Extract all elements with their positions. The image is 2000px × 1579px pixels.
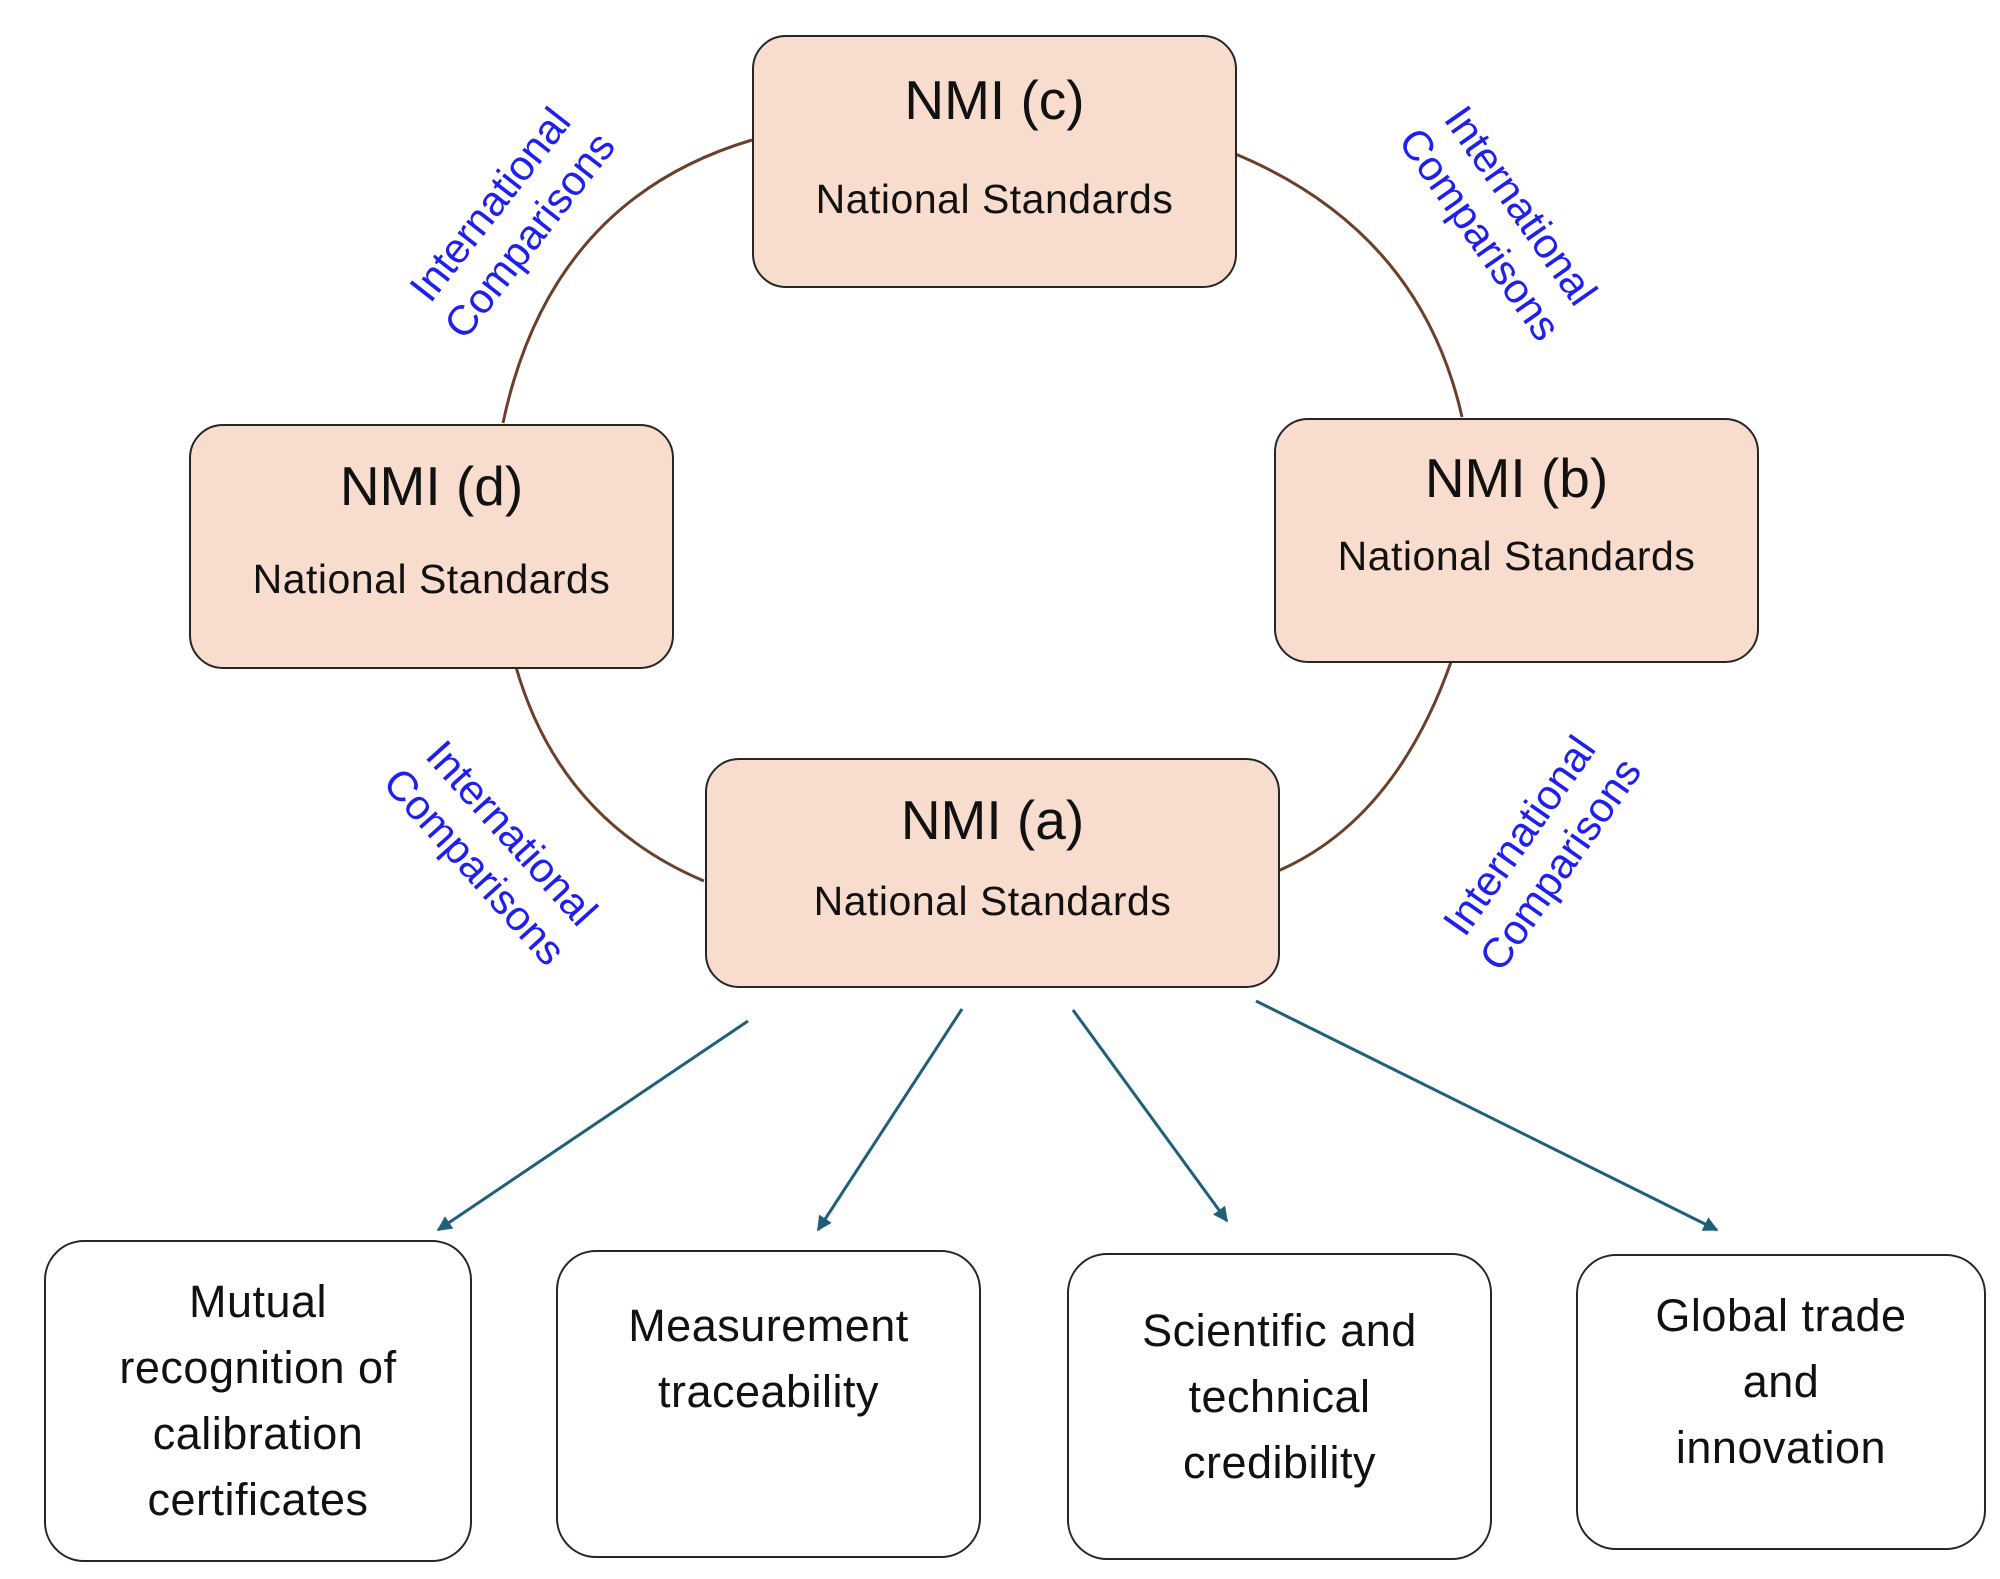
ring-segment-d-c	[501, 138, 753, 424]
arrow-to-measurement-traceability	[816, 1008, 964, 1232]
outcome-text: Scientific and technical credibility	[1142, 1304, 1417, 1488]
ring-segment-a-d	[514, 666, 705, 883]
outcome-box-scientific-credibility: Scientific and technical credibility	[1067, 1253, 1492, 1560]
nmi-d-name: NMI (d)	[339, 455, 524, 517]
nmi-a-name: NMI (a)	[900, 789, 1085, 851]
outcome-text: Global trade and innovation	[1655, 1290, 1907, 1473]
outcome-box-global-trade: Global trade and innovation	[1576, 1254, 1986, 1550]
nmi-node-b: NMI (b) National Standards	[1274, 418, 1759, 663]
nmi-c-standards: National Standards	[815, 176, 1174, 222]
ring-segment-b-a	[1277, 661, 1453, 873]
nmi-b-standards: National Standards	[1337, 533, 1696, 579]
nmi-node-d: NMI (d) National Standards	[189, 424, 674, 669]
nmi-c-name: NMI (c)	[904, 69, 1085, 131]
outcome-text: Mutual recognition of calibration certif…	[119, 1276, 397, 1525]
nmi-b-name: NMI (b)	[1424, 447, 1609, 509]
nmi-a-standards: National Standards	[813, 878, 1172, 924]
nmi-node-c: NMI (c) National Standards	[752, 35, 1237, 288]
arrow-to-mutual-recognition	[436, 1019, 749, 1232]
nmi-node-a: NMI (a) National Standards	[705, 758, 1280, 988]
nmi-d-standards: National Standards	[252, 556, 611, 602]
outcome-text: Measurement traceability	[628, 1300, 909, 1417]
arrow-to-scientific-credibility	[1071, 1009, 1229, 1223]
ring-segment-c-b	[1232, 151, 1464, 418]
outcome-box-mutual-recognition: Mutual recognition of calibration certif…	[44, 1240, 472, 1562]
outcome-box-measurement-traceability: Measurement traceability	[556, 1250, 981, 1558]
arrow-to-global-trade	[1255, 999, 1719, 1232]
